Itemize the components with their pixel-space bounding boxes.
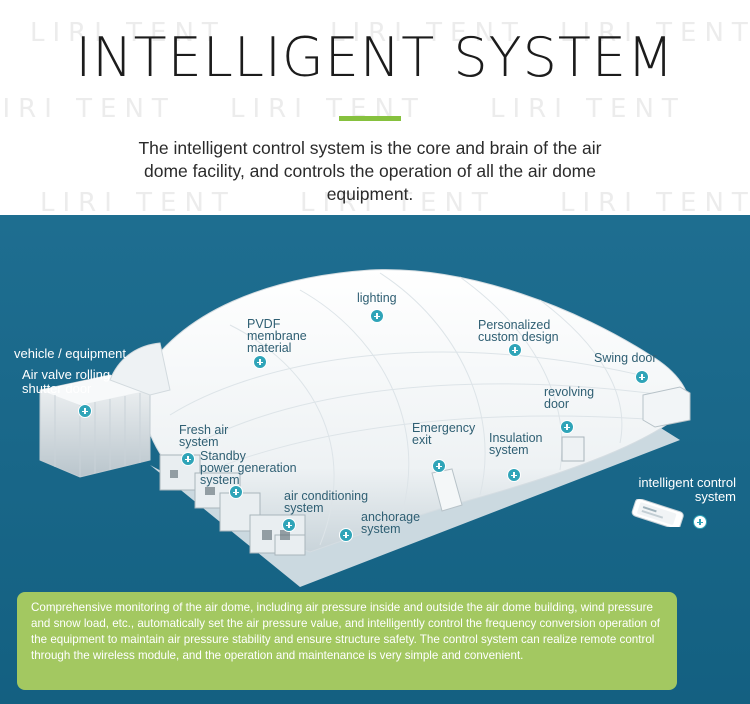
- page-title: INTELLIGENT SYSTEM: [75, 26, 675, 89]
- hotspot-emergency-exit-plus-icon[interactable]: [432, 459, 446, 473]
- air-dome-diagram-panel: vehicle / equipment Air valve rolling sh…: [0, 215, 750, 704]
- watermark: LIRI TENT: [0, 94, 176, 124]
- title-underline: [339, 116, 401, 121]
- hotspot-air-conditioning-plus-icon[interactable]: [282, 518, 296, 532]
- watermark: LIRI TENT: [490, 94, 686, 124]
- hotspot-swing-door-plus-icon[interactable]: [635, 370, 649, 384]
- label-personalized-custom-design: Personalized custom design: [478, 318, 559, 344]
- hotspot-fresh-air-plus-icon[interactable]: [181, 452, 195, 466]
- air-dome-illustration: [39, 269, 691, 587]
- label-air-valve-rolling-shutter-door: Air valve rolling shutter door: [22, 367, 111, 396]
- hotspot-personalized-plus-icon[interactable]: [508, 343, 522, 357]
- label-pvdf-membrane-material: PVDF membrane material: [247, 317, 307, 355]
- hotspot-rolling-door-plus-icon[interactable]: [78, 404, 92, 418]
- smartphone-icon: [631, 499, 684, 527]
- info-callout: Comprehensive monitoring of the air dome…: [17, 592, 677, 690]
- label-emergency-exit: Emergency exit: [412, 421, 476, 447]
- label-lighting: lighting: [357, 291, 397, 305]
- label-anchorage-system: anchorage system: [361, 510, 421, 536]
- label-intelligent-control-system: intelligent control system: [638, 475, 736, 504]
- hotspot-revolving-door-plus-icon[interactable]: [560, 420, 574, 434]
- label-insulation-system: Insulation system: [489, 431, 543, 457]
- label-standby-power-generation-system: Standby power generation system: [200, 449, 297, 487]
- label-vehicle-equipment: vehicle / equipment: [14, 346, 127, 361]
- hotspot-intelligent-control-plus-icon[interactable]: [693, 515, 707, 529]
- label-fresh-air-system: Fresh air system: [179, 423, 229, 449]
- label-revolving-door: revolving door: [544, 385, 595, 411]
- info-description: Comprehensive monitoring of the air dome…: [31, 601, 661, 662]
- hotspot-anchorage-plus-icon[interactable]: [339, 528, 353, 542]
- hotspot-insulation-plus-icon[interactable]: [507, 468, 521, 482]
- hotspot-pvdf-plus-icon[interactable]: [253, 355, 267, 369]
- label-air-conditioning-system: air conditioning system: [284, 489, 369, 515]
- hotspot-standby-power-plus-icon[interactable]: [229, 485, 243, 499]
- label-swing-door: Swing door: [594, 351, 657, 365]
- intro-text: The intelligent control system is the co…: [138, 138, 602, 204]
- hotspot-lighting-plus-icon[interactable]: [370, 309, 384, 323]
